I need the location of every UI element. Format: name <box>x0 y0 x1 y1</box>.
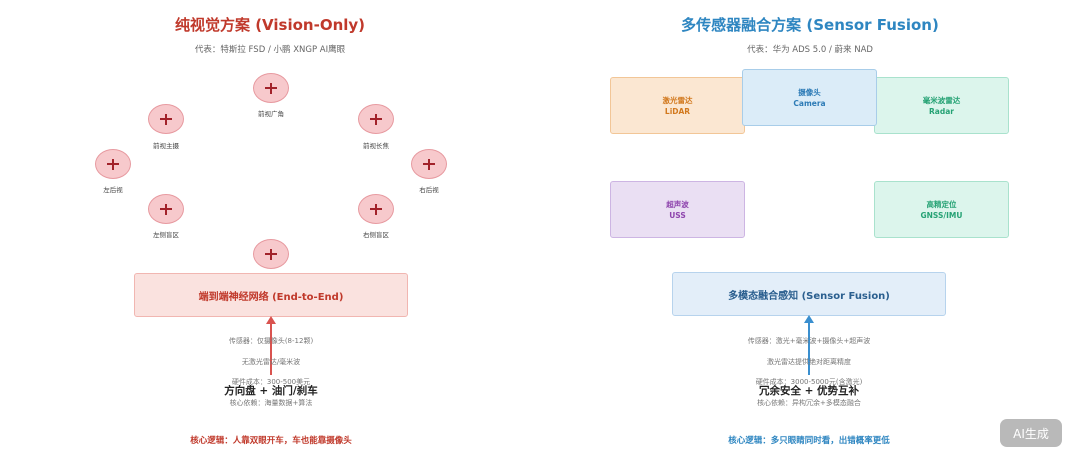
camera-icon <box>148 194 184 224</box>
sensor-name: 毫米波雷达 <box>922 95 961 105</box>
sensor-name: 高精定位 <box>926 199 957 209</box>
camera-icon <box>411 149 447 179</box>
left-info-cost: 硬件成本：300-500美元 <box>231 378 311 386</box>
sensor-name: 激光雷达 <box>662 95 693 105</box>
camera-label: 前视主摄 <box>153 142 179 150</box>
arrow-line <box>270 323 272 375</box>
camera-label: 前视广角 <box>258 110 284 118</box>
left-info-sensor: 传感器：仅摄像头(8-12颗) <box>228 337 314 345</box>
arrow-line <box>808 322 810 375</box>
right-title: 多传感器融合方案 (Sensor Fusion) <box>681 16 939 34</box>
sensor-en: Camera <box>793 98 826 108</box>
camera-icon <box>358 104 394 134</box>
sensor-fusion-box: 多模态融合感知 (Sensor Fusion) <box>672 272 946 316</box>
camera-label: 左后视 <box>103 186 123 194</box>
left-info-dependency: 核心依赖：海量数据+算法 <box>229 399 313 407</box>
camera-label: 左侧盲区 <box>153 231 179 239</box>
camera-icon <box>253 239 289 269</box>
camera-label: 右后视 <box>419 186 439 194</box>
left-info-noradar: 无激光雷达/毫米波 <box>241 358 301 366</box>
right-info-dependency: 核心依赖：异构冗余+多模态融合 <box>757 399 861 407</box>
sensor-radar: 毫米波雷达 Radar <box>874 77 1009 134</box>
right-subtitle: 代表：华为 ADS 5.0 / 蔚来 NAD <box>747 45 873 55</box>
camera-icon <box>148 104 184 134</box>
right-core-logic: 核心逻辑：多只眼睛同时看，出错概率更低 <box>728 436 890 446</box>
sensor-name: 摄像头 <box>798 87 821 97</box>
arrow-head-icon <box>266 316 276 324</box>
sensor-gnss: 高精定位 GNSS/IMU <box>874 181 1009 238</box>
end-to-end-network-box: 端到端神经网络 (End-to-End) <box>134 273 408 317</box>
right-info-sensor: 传感器：激光+毫米波+摄像头+超声波 <box>747 337 871 345</box>
left-subtitle: 代表：特斯拉 FSD / 小鹏 XNGP AI鹰眼 <box>194 45 346 55</box>
left-title: 纯视觉方案 (Vision-Only) <box>174 16 366 34</box>
camera-icon <box>95 149 131 179</box>
sensor-en: GNSS/IMU <box>920 210 963 220</box>
sensor-en: USS <box>669 210 686 220</box>
arrow-head-icon <box>804 315 814 323</box>
sensor-name: 超声波 <box>666 199 689 209</box>
left-core-logic: 核心逻辑：人靠双眼开车，车也能靠摄像头 <box>190 436 352 446</box>
right-output: 冗余安全 + 优势互补 <box>758 385 860 397</box>
camera-icon <box>358 194 394 224</box>
sensor-camera: 摄像头 Camera <box>742 69 877 126</box>
camera-icon <box>253 73 289 103</box>
sensor-lidar: 激光雷达 LiDAR <box>610 77 745 134</box>
camera-label: 右侧盲区 <box>363 231 389 239</box>
left-output: 方向盘 + 油门/刹车 <box>224 385 318 397</box>
right-info-lidar: 激光雷达提供绝对距离精度 <box>767 358 851 366</box>
sensor-en: LiDAR <box>664 106 691 116</box>
sensor-uss: 超声波 USS <box>610 181 745 238</box>
sensor-en: Radar <box>929 106 954 116</box>
right-info-cost: 硬件成本：3000-5000元(含激光) <box>755 378 863 386</box>
camera-label: 前视长焦 <box>363 142 389 150</box>
ai-generated-badge: AI生成 <box>1000 419 1062 447</box>
